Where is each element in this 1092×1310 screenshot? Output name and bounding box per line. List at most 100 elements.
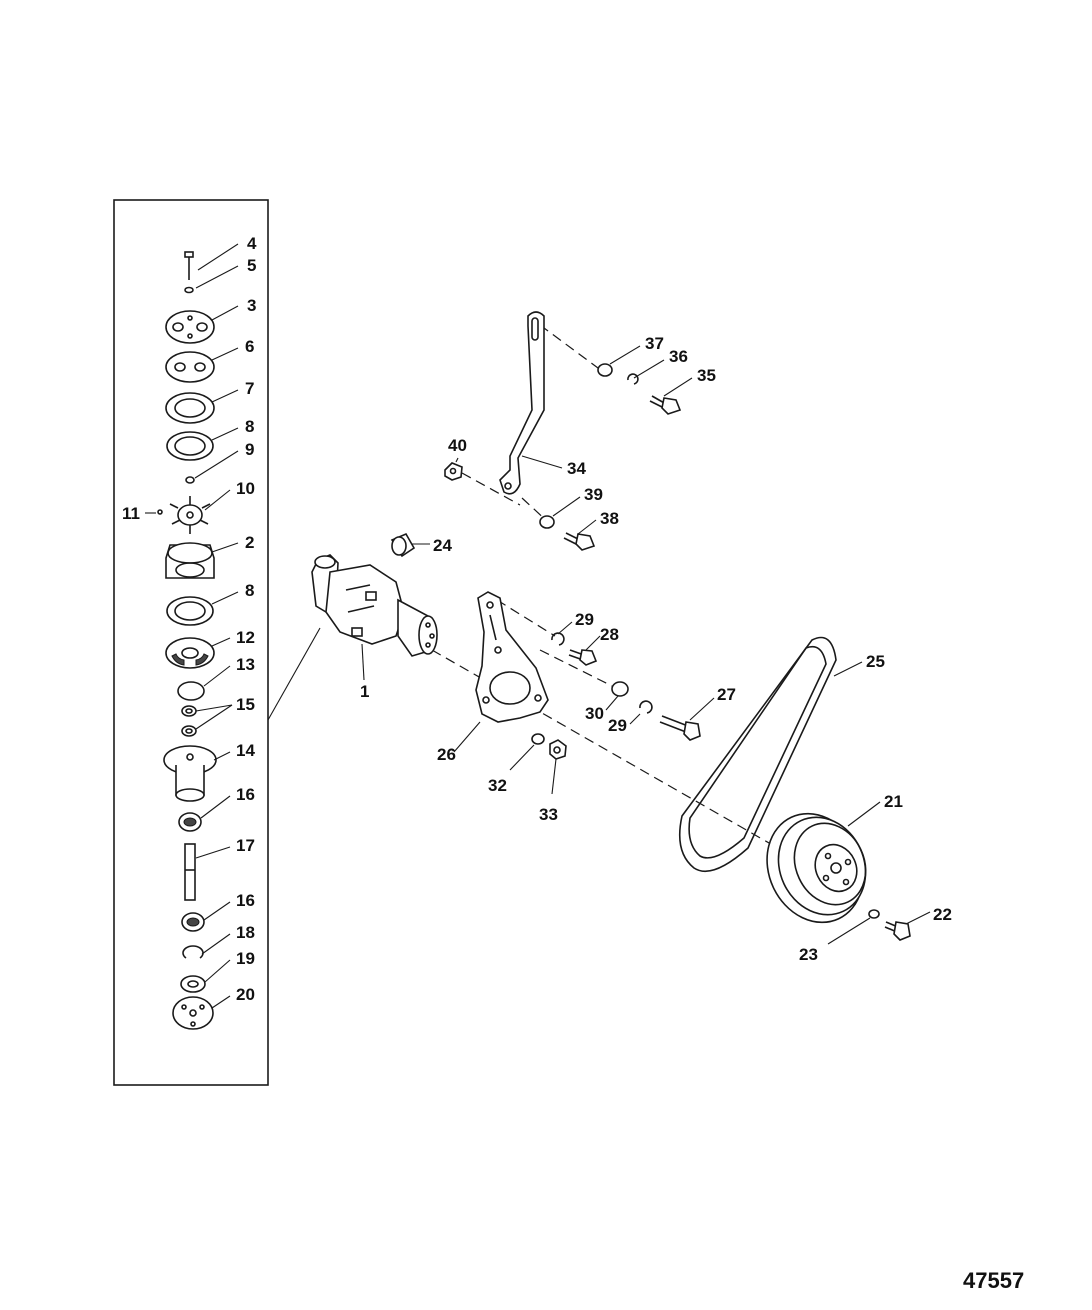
part-label-9: 9 bbox=[245, 440, 254, 459]
part-key-9 bbox=[185, 476, 195, 484]
leader-39 bbox=[552, 496, 581, 517]
leader-37 bbox=[609, 345, 641, 365]
leader-32 bbox=[509, 744, 535, 771]
part-label-5: 5 bbox=[247, 256, 256, 275]
part-lockwasher-29a bbox=[551, 632, 565, 646]
inset-connector-line bbox=[267, 627, 321, 721]
part-label-22: 22 bbox=[933, 905, 952, 924]
leader-34 bbox=[521, 455, 563, 469]
part-label-25: 25 bbox=[866, 652, 885, 671]
part-label-4: 4 bbox=[247, 234, 257, 253]
part-bolt-27 bbox=[659, 715, 701, 741]
part-hub-20 bbox=[172, 996, 214, 1030]
part-impeller-10 bbox=[169, 496, 211, 534]
part-number-labels: 4536789101128121315141617161819201243736… bbox=[122, 234, 952, 1004]
leader-21 bbox=[847, 801, 881, 827]
leader-29b bbox=[629, 713, 641, 725]
part-washer-19 bbox=[180, 975, 206, 993]
part-oring-13 bbox=[177, 681, 205, 701]
part-washer-23 bbox=[868, 909, 880, 919]
part-label-40: 40 bbox=[448, 436, 467, 455]
part-nut-33 bbox=[549, 739, 567, 760]
part-screw-4 bbox=[184, 251, 194, 280]
part-bolt-22 bbox=[884, 921, 911, 941]
part-label-12: 12 bbox=[236, 628, 255, 647]
inset-parts bbox=[157, 251, 217, 1030]
part-label-8: 8 bbox=[245, 417, 254, 436]
leader-36 bbox=[633, 359, 665, 379]
part-plate-12 bbox=[165, 637, 215, 669]
leader-28 bbox=[585, 635, 601, 651]
part-bearing-16a bbox=[178, 812, 202, 832]
part-label-18: 18 bbox=[236, 923, 255, 942]
part-cover-3 bbox=[165, 310, 215, 344]
leader-25 bbox=[833, 661, 863, 677]
part-snapring-18 bbox=[182, 945, 204, 959]
part-label-39: 39 bbox=[584, 485, 603, 504]
part-label-36: 36 bbox=[669, 347, 688, 366]
part-fitting-24 bbox=[390, 532, 416, 558]
part-washer-37 bbox=[597, 363, 613, 377]
part-belt-25 bbox=[678, 636, 837, 872]
part-washer-5 bbox=[184, 286, 194, 294]
part-label-29: 29 bbox=[608, 716, 627, 735]
part-housing-2 bbox=[165, 542, 215, 579]
part-label-16: 16 bbox=[236, 785, 255, 804]
part-label-33: 33 bbox=[539, 805, 558, 824]
leader-27 bbox=[689, 697, 715, 721]
part-gasket-8a bbox=[166, 431, 214, 461]
leader-23 bbox=[827, 917, 871, 945]
part-label-8: 8 bbox=[245, 581, 254, 600]
part-shaft-17 bbox=[184, 843, 196, 901]
leader-35 bbox=[663, 377, 693, 397]
part-lockwasher-29b bbox=[639, 700, 653, 714]
part-label-37: 37 bbox=[645, 334, 664, 353]
part-nut-40 bbox=[444, 462, 463, 481]
part-gasket-8b bbox=[166, 596, 214, 626]
part-label-29: 29 bbox=[575, 610, 594, 629]
part-label-27: 27 bbox=[717, 685, 736, 704]
part-plate-7 bbox=[165, 392, 215, 424]
part-lockwasher-36 bbox=[627, 373, 639, 385]
part-label-38: 38 bbox=[600, 509, 619, 528]
part-label-32: 32 bbox=[488, 776, 507, 795]
part-label-24: 24 bbox=[433, 536, 452, 555]
part-label-28: 28 bbox=[600, 625, 619, 644]
part-label-21: 21 bbox=[884, 792, 903, 811]
part-label-11: 11 bbox=[122, 504, 140, 523]
part-gasket-6 bbox=[165, 351, 215, 383]
part-label-2: 2 bbox=[245, 533, 254, 552]
part-bolt-38 bbox=[563, 532, 596, 551]
leader-29a bbox=[557, 621, 573, 635]
figure-number: 47557 bbox=[963, 1268, 1025, 1293]
assembly-axis-lines bbox=[431, 324, 791, 856]
part-bearing-16b bbox=[181, 912, 205, 932]
part-label-16: 16 bbox=[236, 891, 255, 910]
part-label-6: 6 bbox=[245, 337, 254, 356]
part-label-13: 13 bbox=[236, 655, 255, 674]
part-label-14: 14 bbox=[236, 741, 255, 760]
part-mount-bracket-26 bbox=[475, 591, 549, 723]
part-label-35: 35 bbox=[697, 366, 716, 385]
part-label-1: 1 bbox=[360, 682, 369, 701]
part-base-14 bbox=[163, 745, 217, 802]
part-label-7: 7 bbox=[245, 379, 254, 398]
part-label-17: 17 bbox=[236, 836, 255, 855]
part-seals-15 bbox=[181, 705, 197, 737]
part-washer-30 bbox=[611, 681, 629, 697]
leader-38 bbox=[577, 519, 597, 535]
part-label-10: 10 bbox=[236, 479, 255, 498]
leader-33 bbox=[551, 758, 557, 795]
part-bracket-34 bbox=[499, 311, 545, 495]
leader-26 bbox=[453, 721, 481, 753]
part-label-34: 34 bbox=[567, 459, 586, 478]
inset-frame bbox=[113, 199, 269, 1086]
part-bolt-28 bbox=[568, 649, 598, 666]
part-label-15: 15 bbox=[236, 695, 255, 714]
part-pulley-21 bbox=[766, 812, 867, 924]
leader-40 bbox=[455, 457, 459, 463]
inset-leader-lines bbox=[145, 243, 239, 1009]
part-label-26: 26 bbox=[437, 745, 456, 764]
part-label-3: 3 bbox=[247, 296, 256, 315]
